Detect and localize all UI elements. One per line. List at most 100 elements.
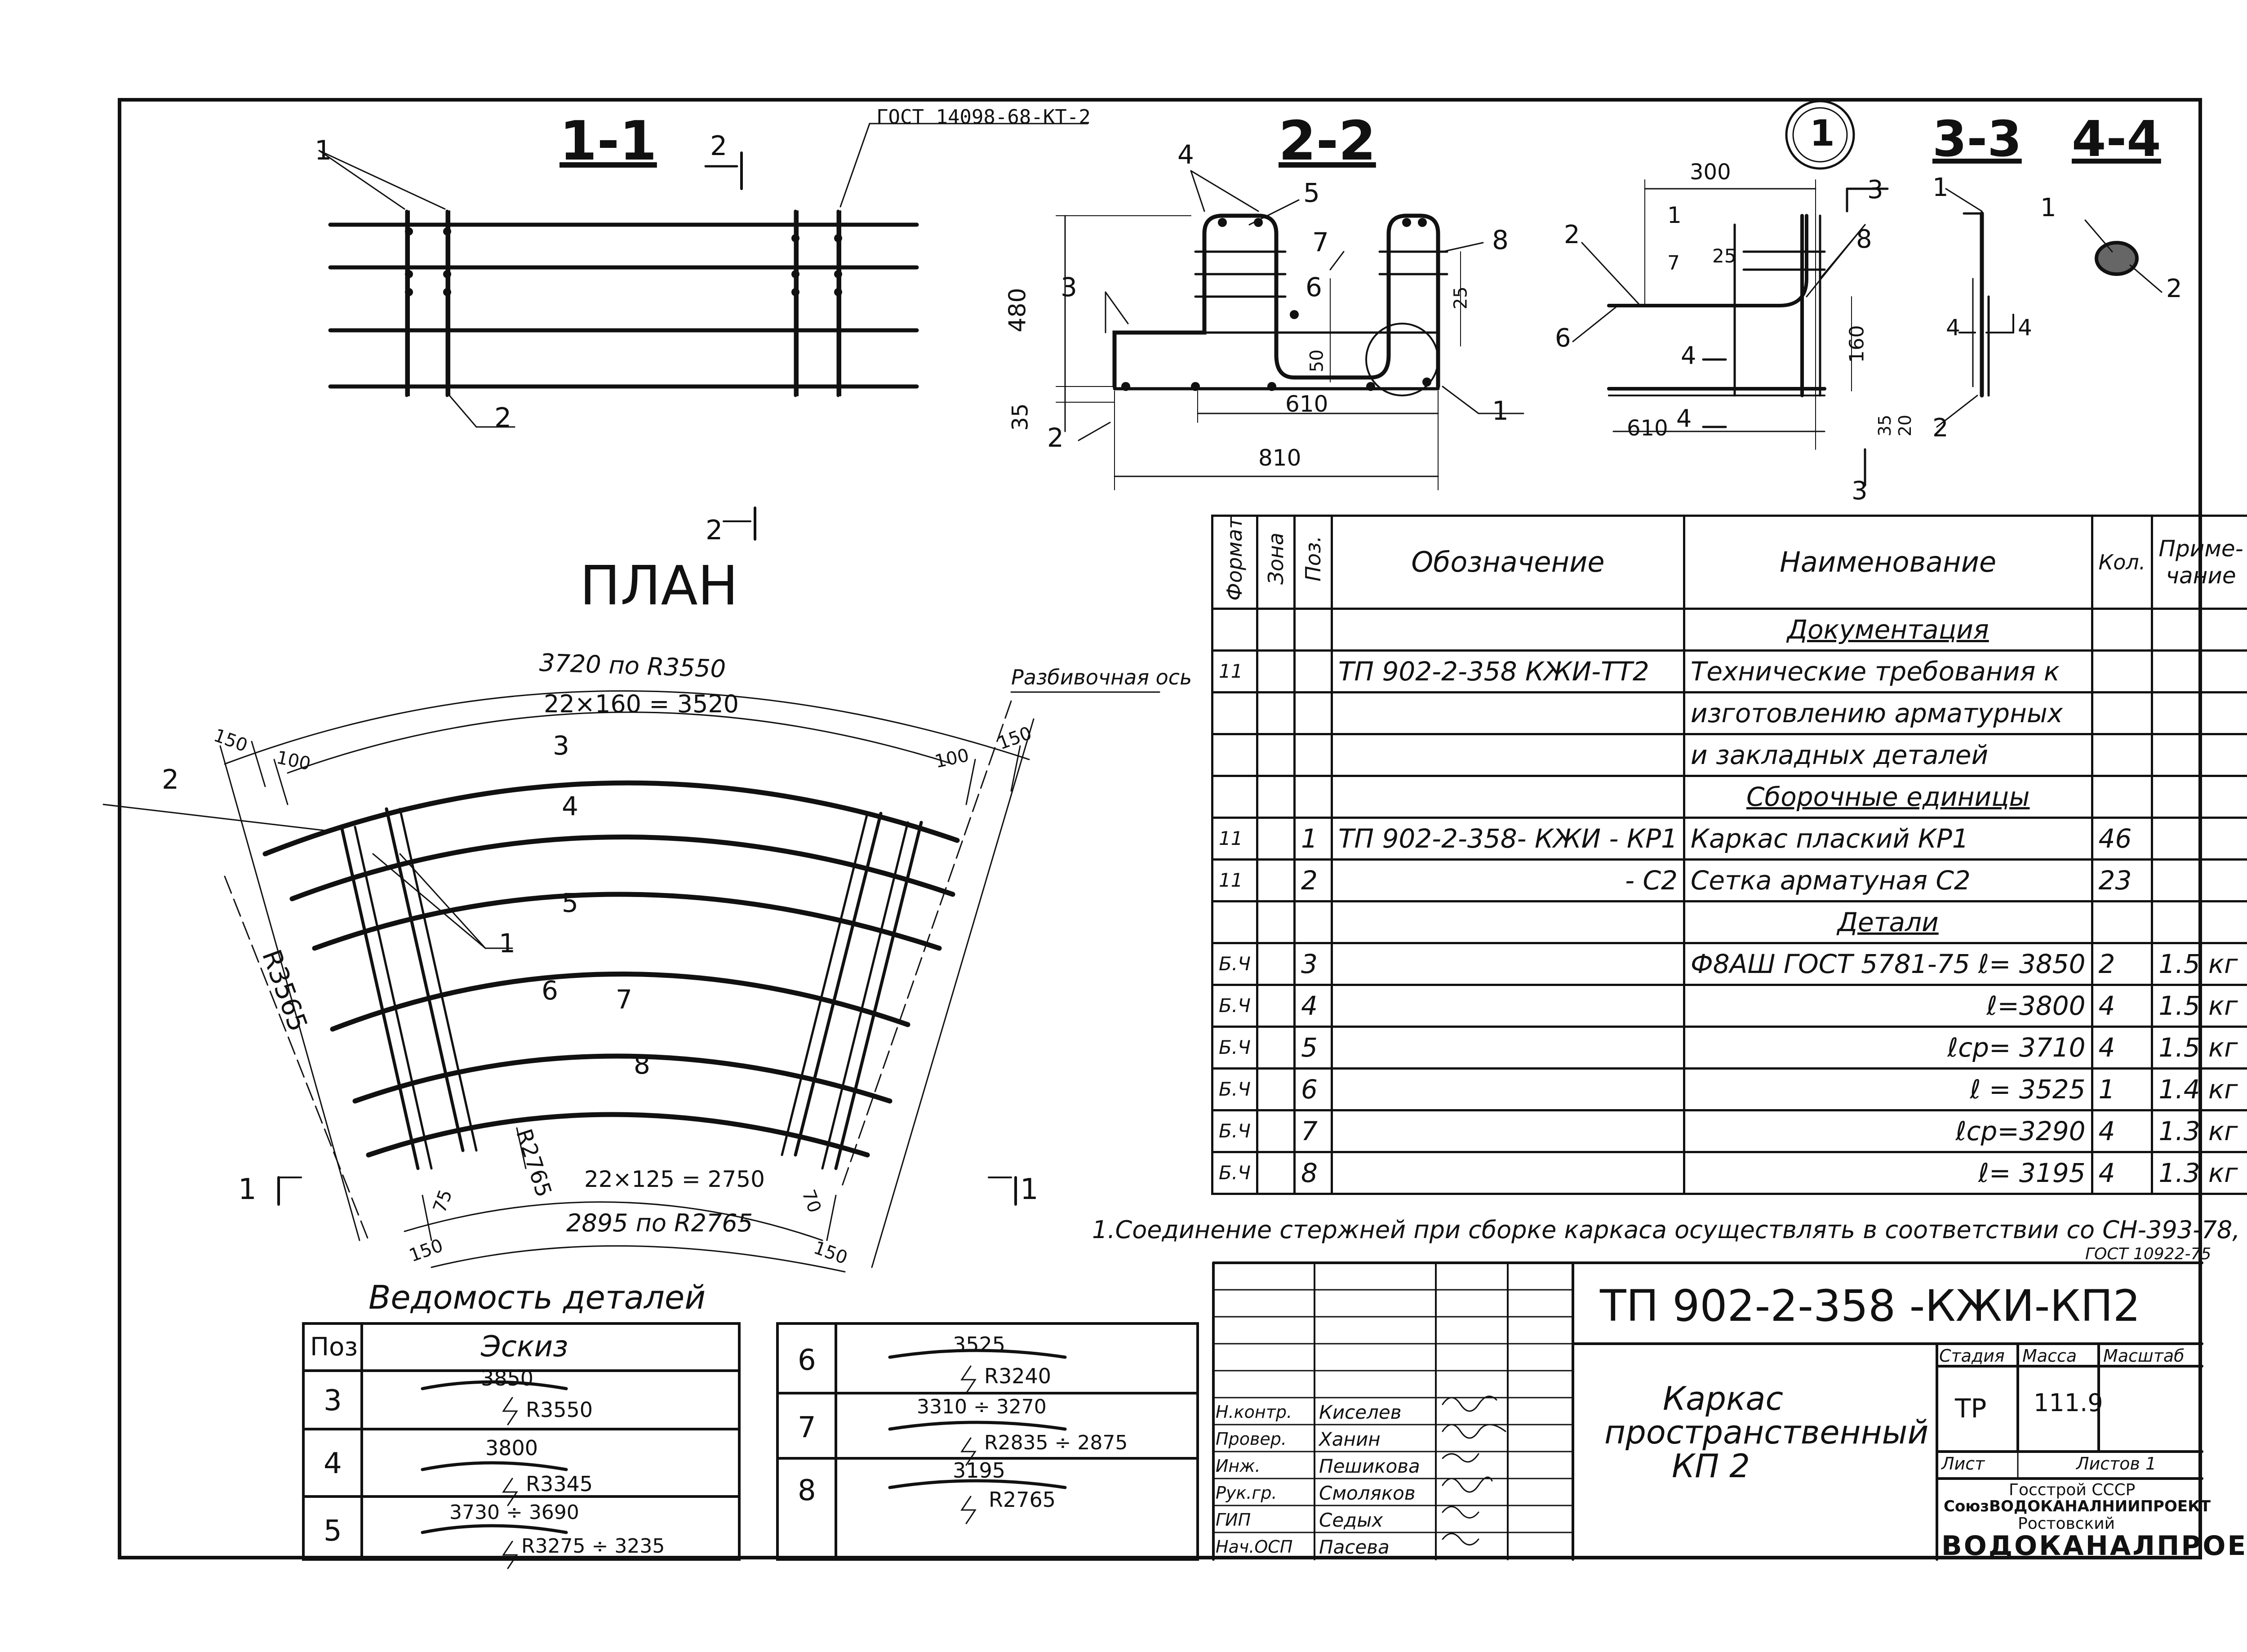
spec-cell-name: Документация: [1683, 607, 2093, 652]
dim-50: 50: [1306, 349, 1328, 373]
signatures: [1442, 1395, 1506, 1545]
spec-cell-pos: [1293, 774, 1333, 819]
cut-marker-4-node-b: 4: [1676, 404, 1692, 433]
pos-label-2-2-2: 2: [1047, 422, 1064, 453]
spec-cell-designation: [1330, 941, 1685, 986]
detail-row-radius: R3550: [526, 1398, 593, 1422]
pos-label-3-3-2: 2: [1932, 413, 1949, 443]
spec-cell-note: [2151, 900, 2247, 944]
spec-row: Детали: [1211, 900, 2247, 944]
detail-row-radius: R2835 ÷ 2875: [984, 1431, 1128, 1454]
spec-cell-pos: [1293, 649, 1333, 693]
spec-cell-pos: [1293, 900, 1333, 944]
spec-head-zone: Зона: [1256, 515, 1296, 610]
plan-pos-7: 7: [616, 984, 632, 1015]
spec-cell-zone: [1256, 1067, 1296, 1111]
spec-cell-designation: ТП 902-2-358- КЖИ - КР1: [1330, 816, 1685, 861]
detail-row-pos: 7: [798, 1411, 816, 1444]
dim-610-node: 610: [1627, 416, 1668, 441]
cut-marker-4-left: 4: [1946, 315, 1960, 341]
spec-cell-pos: [1293, 607, 1333, 652]
section-title-2-2: 2-2: [1279, 110, 1376, 173]
stamp-mass-header: Масса: [2022, 1346, 2077, 1366]
stamp-role: Н.контр.: [1216, 1402, 1292, 1422]
stamp-sheet-header: Лист: [1941, 1454, 1985, 1474]
spec-cell-qty: [2091, 649, 2154, 693]
spec-head-format: Формат: [1211, 515, 1258, 610]
weld-dots-2-2: [1121, 218, 1431, 391]
spec-cell-qty: 23: [2091, 858, 2154, 902]
spec-cell-note: [2151, 649, 2247, 693]
spec-cell-name: ℓср=3290: [1683, 1109, 2093, 1153]
pos-label-2-2-6: 6: [1306, 272, 1322, 302]
stamp-scale-header: Масштаб: [2103, 1346, 2185, 1366]
spec-cell-note: [2151, 858, 2247, 902]
dim-35: 35: [1008, 403, 1033, 431]
cut-marker-4-right: 4: [2018, 315, 2032, 341]
node-1-label: 1: [1810, 112, 1835, 154]
pos-label-2-2-1: 1: [1492, 395, 1509, 426]
stamp-name: Пасева: [1319, 1536, 1390, 1558]
spec-cell-zone: [1256, 607, 1296, 652]
stamp-mass: 111.9: [2034, 1389, 2103, 1417]
stamp-stage: ТР: [1955, 1393, 1987, 1424]
detail-row-len: 3730 ÷ 3690: [449, 1501, 579, 1524]
spec-cell-name: изготовлению арматурных: [1683, 691, 2093, 735]
dim-160: 160: [1845, 325, 1869, 363]
spec-head-name: Наименование: [1683, 515, 2093, 610]
spec-cell-note: [2151, 816, 2247, 861]
details-title: Ведомость деталей: [369, 1279, 706, 1316]
detail-row-radius: R2765: [989, 1488, 1056, 1512]
spec-cell-qty: 46: [2091, 816, 2154, 861]
spec-head-designation: Обозначение: [1330, 515, 1685, 610]
spec-cell-zone: [1256, 1109, 1296, 1153]
spec-cell-format: Б.Ч: [1211, 983, 1258, 1028]
spec-cell-designation: ТП 902-2-358 КЖИ-ТТ2: [1330, 649, 1685, 693]
dim-25: 25: [1450, 286, 1471, 310]
spec-cell-qty: 4: [2091, 1109, 2154, 1153]
stamp-stage-header: Стадия: [1939, 1346, 2005, 1366]
cut-marker-2-plan: 2: [706, 515, 723, 546]
dim-300: 300: [1690, 160, 1731, 185]
spec-cell-pos: 1: [1293, 816, 1333, 861]
details-table-lines: [302, 1322, 1199, 1561]
spec-head-pos: Поз.: [1293, 515, 1333, 610]
stamp-org-line-3: Ростовский: [2018, 1514, 2115, 1533]
spec-cell-zone: [1256, 774, 1296, 819]
stamp-role: ГИП: [1216, 1510, 1251, 1530]
dim-810: 810: [1258, 445, 1301, 471]
spec-cell-name: ℓ= 3195: [1683, 1150, 2093, 1195]
spec-cell-format: Б.Ч: [1211, 941, 1258, 986]
plan-title: ПЛАН: [580, 555, 738, 617]
stamp-org-line-1: Госстрой СССР: [2009, 1481, 2136, 1499]
detail-row-len: 3195: [953, 1458, 1006, 1483]
section-3-3-drawing: [1936, 188, 2014, 428]
spec-cell-qty: [2091, 900, 2154, 944]
spec-cell-name: ℓ=3800: [1683, 983, 2093, 1028]
spec-cell-qty: 2: [2091, 941, 2154, 986]
spec-cell-zone: [1256, 733, 1296, 777]
spec-cell-name: Детали: [1683, 900, 2093, 944]
dim-35-node: 35: [1875, 414, 1895, 437]
spec-row: Сборочные единицы: [1211, 774, 2247, 819]
detail-row-len: 3310 ÷ 3270: [917, 1395, 1047, 1418]
spec-cell-designation: [1330, 1109, 1685, 1153]
detail-row-pos: 8: [798, 1474, 816, 1507]
detail-row-len: 3800: [485, 1436, 538, 1460]
stamp-code: ТП 902-2-358 -КЖИ-КП2: [1600, 1281, 2140, 1331]
spec-cell-note: [2151, 733, 2247, 777]
cut-marker-3-bottom: 3: [1852, 476, 1868, 506]
spec-cell-qty: 1: [2091, 1067, 2154, 1111]
spec-cell-zone: [1256, 649, 1296, 693]
spec-cell-format: 11: [1211, 816, 1258, 861]
spec-cell-qty: 4: [2091, 1150, 2154, 1195]
cut-marker-4-node: 4: [1681, 342, 1696, 370]
spec-cell-pos: [1293, 733, 1333, 777]
pos-label-2-2-8: 8: [1492, 225, 1509, 255]
spec-cell-qty: [2091, 691, 2154, 735]
specification-table: Формат Зона Поз. Обозначение Наименовани…: [1211, 515, 2247, 1195]
spec-cell-format: [1211, 900, 1258, 944]
